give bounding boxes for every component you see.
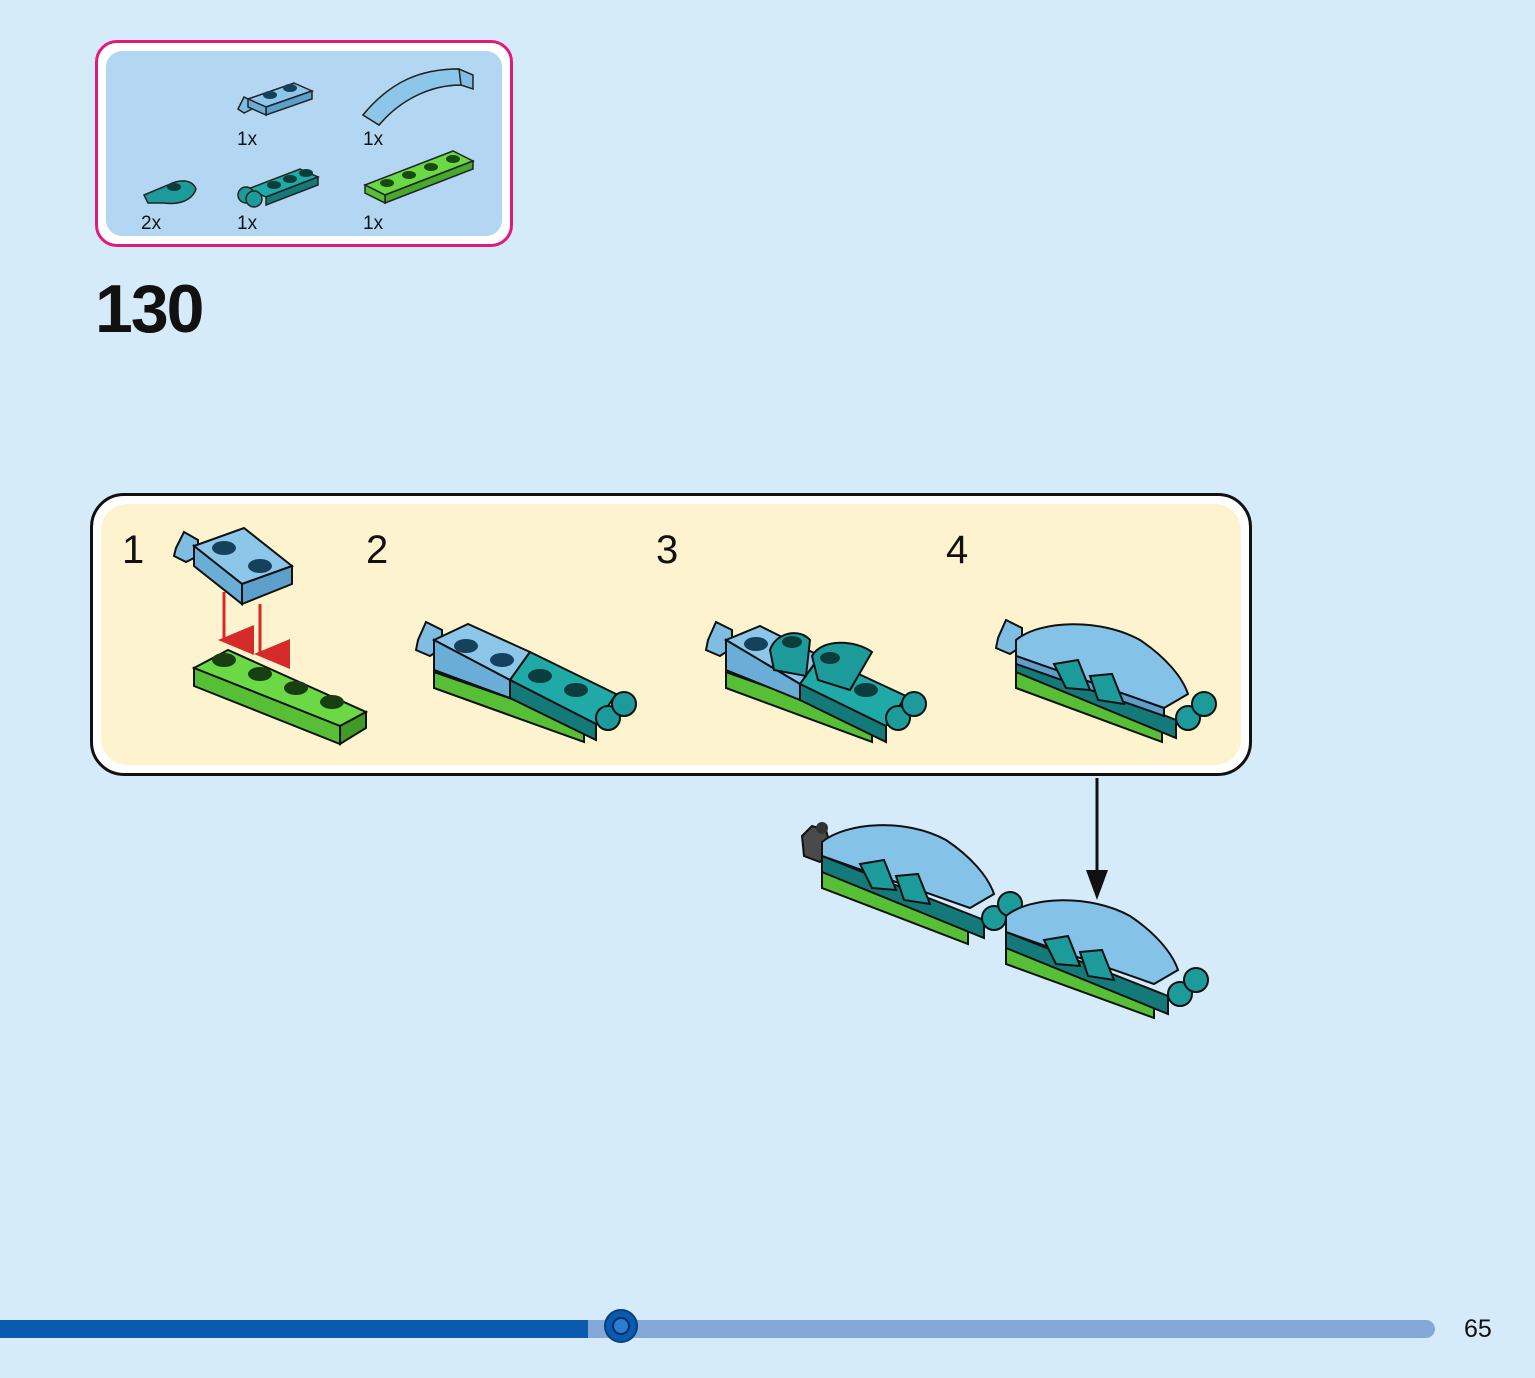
light-blue-curved-slope-icon: [361, 68, 474, 126]
substep-number: 4: [946, 528, 969, 572]
parts-list-inner: 1x 1x 2x 1x: [106, 51, 502, 236]
part-count: 2x: [141, 213, 162, 234]
substep-1-build: [172, 526, 369, 746]
step-number: 130: [95, 271, 204, 347]
part-count: 1x: [363, 213, 384, 234]
part-count: 1x: [237, 213, 258, 234]
substep-4-build: [994, 618, 1217, 744]
substep-number: 2: [366, 528, 389, 572]
light-blue-clip-plate-icon: [237, 82, 315, 117]
part-count: 1x: [237, 129, 258, 150]
progress-fill: [0, 1320, 588, 1338]
progress-track: [0, 1320, 1435, 1338]
progress-knob: [604, 1309, 638, 1343]
substep-number: 1: [122, 528, 145, 572]
down-arrow-head: [1086, 870, 1108, 900]
substep-3-build: [704, 620, 927, 744]
substep-number: 3: [656, 528, 679, 572]
teal-round-half-plate-icon: [142, 180, 197, 205]
green-plate-1x4-icon: [363, 150, 475, 205]
main-model-build: [800, 822, 1209, 1020]
parts-list-box: 1x 1x 2x 1x: [95, 40, 513, 247]
page-number: 65: [1464, 1315, 1492, 1343]
part-count: 1x: [363, 129, 384, 150]
substep-2-build: [414, 620, 637, 744]
teal-plate-with-bar-icon: [237, 168, 320, 208]
